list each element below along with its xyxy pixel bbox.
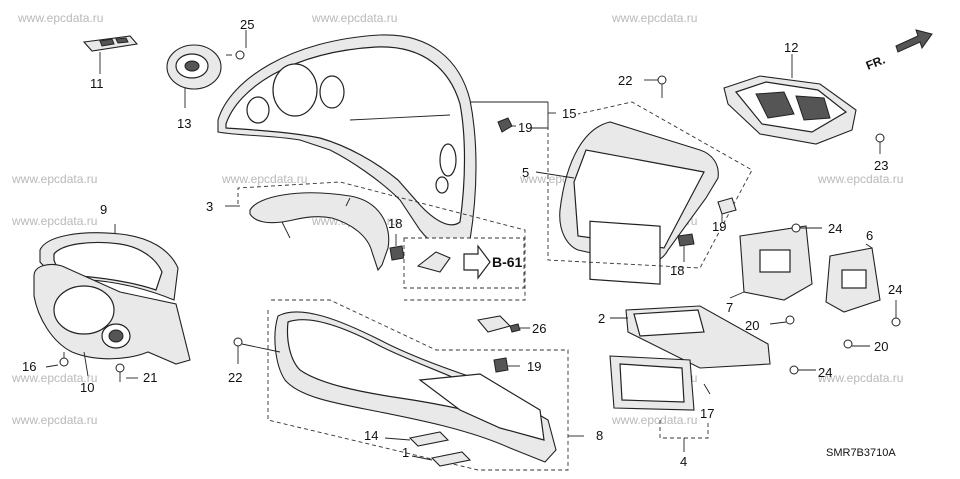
clips-19b-18b: [677, 197, 737, 262]
callout-15-bracket: [470, 101, 556, 130]
callout-16: 16: [22, 359, 36, 374]
callout-18b: 18: [670, 263, 684, 278]
clip-18a: [389, 234, 405, 261]
callout-19a: 19: [518, 120, 532, 135]
part-8-console-lower: [267, 299, 584, 471]
callout-numbers: 1 2 3 4 5 6 7 8 9 10 11 12 13 14 15 16 1…: [22, 17, 902, 469]
bolt-22a: [644, 75, 667, 98]
watermark: www.epcdata.ru: [311, 11, 397, 25]
watermark: www.epcdata.ru: [221, 172, 307, 186]
bolts-24-20: [769, 223, 901, 375]
callout-11: 11: [90, 76, 104, 91]
watermark: www.epcdata.ru: [817, 371, 903, 385]
callout-17: 17: [700, 406, 714, 421]
callout-13: 13: [177, 116, 191, 131]
callout-14: 14: [364, 428, 378, 443]
bolts-16-21: [45, 352, 138, 382]
callout-26: 26: [532, 321, 546, 336]
b61-reference-box: B-61: [403, 237, 525, 289]
callout-24a: 24: [828, 221, 842, 236]
part-4-lower-unit: [609, 355, 711, 452]
callout-22a: 22: [618, 73, 632, 88]
diagram-code: SMR7B3710A: [826, 447, 896, 459]
callout-24c: 24: [818, 365, 832, 380]
callout-20b: 20: [874, 339, 888, 354]
part-3-trim: [225, 181, 526, 301]
callout-22b: 22: [228, 370, 242, 385]
callout-9: 9: [100, 202, 107, 217]
clip-19a: [497, 117, 516, 133]
callout-18a: 18: [388, 216, 402, 231]
bolt-22b: [233, 337, 281, 364]
callout-21: 21: [143, 370, 157, 385]
callout-8: 8: [596, 428, 603, 443]
front-direction-arrow: FR.: [864, 29, 933, 73]
bolt-25: [226, 30, 247, 60]
callout-7: 7: [726, 300, 733, 315]
callout-4: 4: [680, 454, 687, 469]
bolt-23: [875, 133, 885, 154]
callout-1: 1: [402, 445, 409, 460]
callout-5: 5: [522, 165, 529, 180]
watermark: www.epcdata.ru: [611, 11, 697, 25]
callout-12: 12: [784, 40, 798, 55]
callout-10: 10: [80, 380, 94, 395]
callout-20a: 20: [745, 318, 759, 333]
callout-25: 25: [240, 17, 254, 32]
part-7-bracket: [729, 225, 813, 301]
part-26-connector: [476, 315, 530, 333]
callout-23: 23: [874, 158, 888, 173]
part-13-gauge-ring: [166, 44, 222, 108]
watermark: www.epcdata.ru: [817, 172, 903, 186]
front-label: FR.: [864, 53, 887, 73]
watermark: www.epcdata.ru: [11, 413, 97, 427]
callout-6: 6: [866, 228, 873, 243]
callout-19b: 19: [712, 219, 726, 234]
part-15-upper-panel: [217, 34, 477, 253]
part-11-switch: [82, 35, 139, 74]
callout-15: 15: [562, 106, 576, 121]
part-10-column-cover-lower: [33, 263, 191, 377]
callout-24b: 24: [888, 282, 902, 297]
part-2-display-unit: [610, 305, 771, 369]
pads-14-1: [384, 431, 472, 467]
watermark: www.epcdata.ru: [11, 371, 97, 385]
callout-19c: 19: [527, 359, 541, 374]
callout-2: 2: [598, 311, 605, 326]
clip-19c: [493, 357, 520, 373]
watermark: www.epcdata.ru: [611, 413, 697, 427]
b61-label: B-61: [492, 254, 523, 270]
watermark: www.epcdata.ru: [11, 172, 97, 186]
part-12-vent: [723, 54, 857, 145]
watermark: www.epcdata.ru: [11, 214, 97, 228]
part-6-bracket: [825, 243, 881, 313]
watermark: www.epcdata.ru: [17, 11, 103, 25]
callout-3: 3: [206, 199, 213, 214]
part-5-center-panel: [535, 101, 753, 285]
